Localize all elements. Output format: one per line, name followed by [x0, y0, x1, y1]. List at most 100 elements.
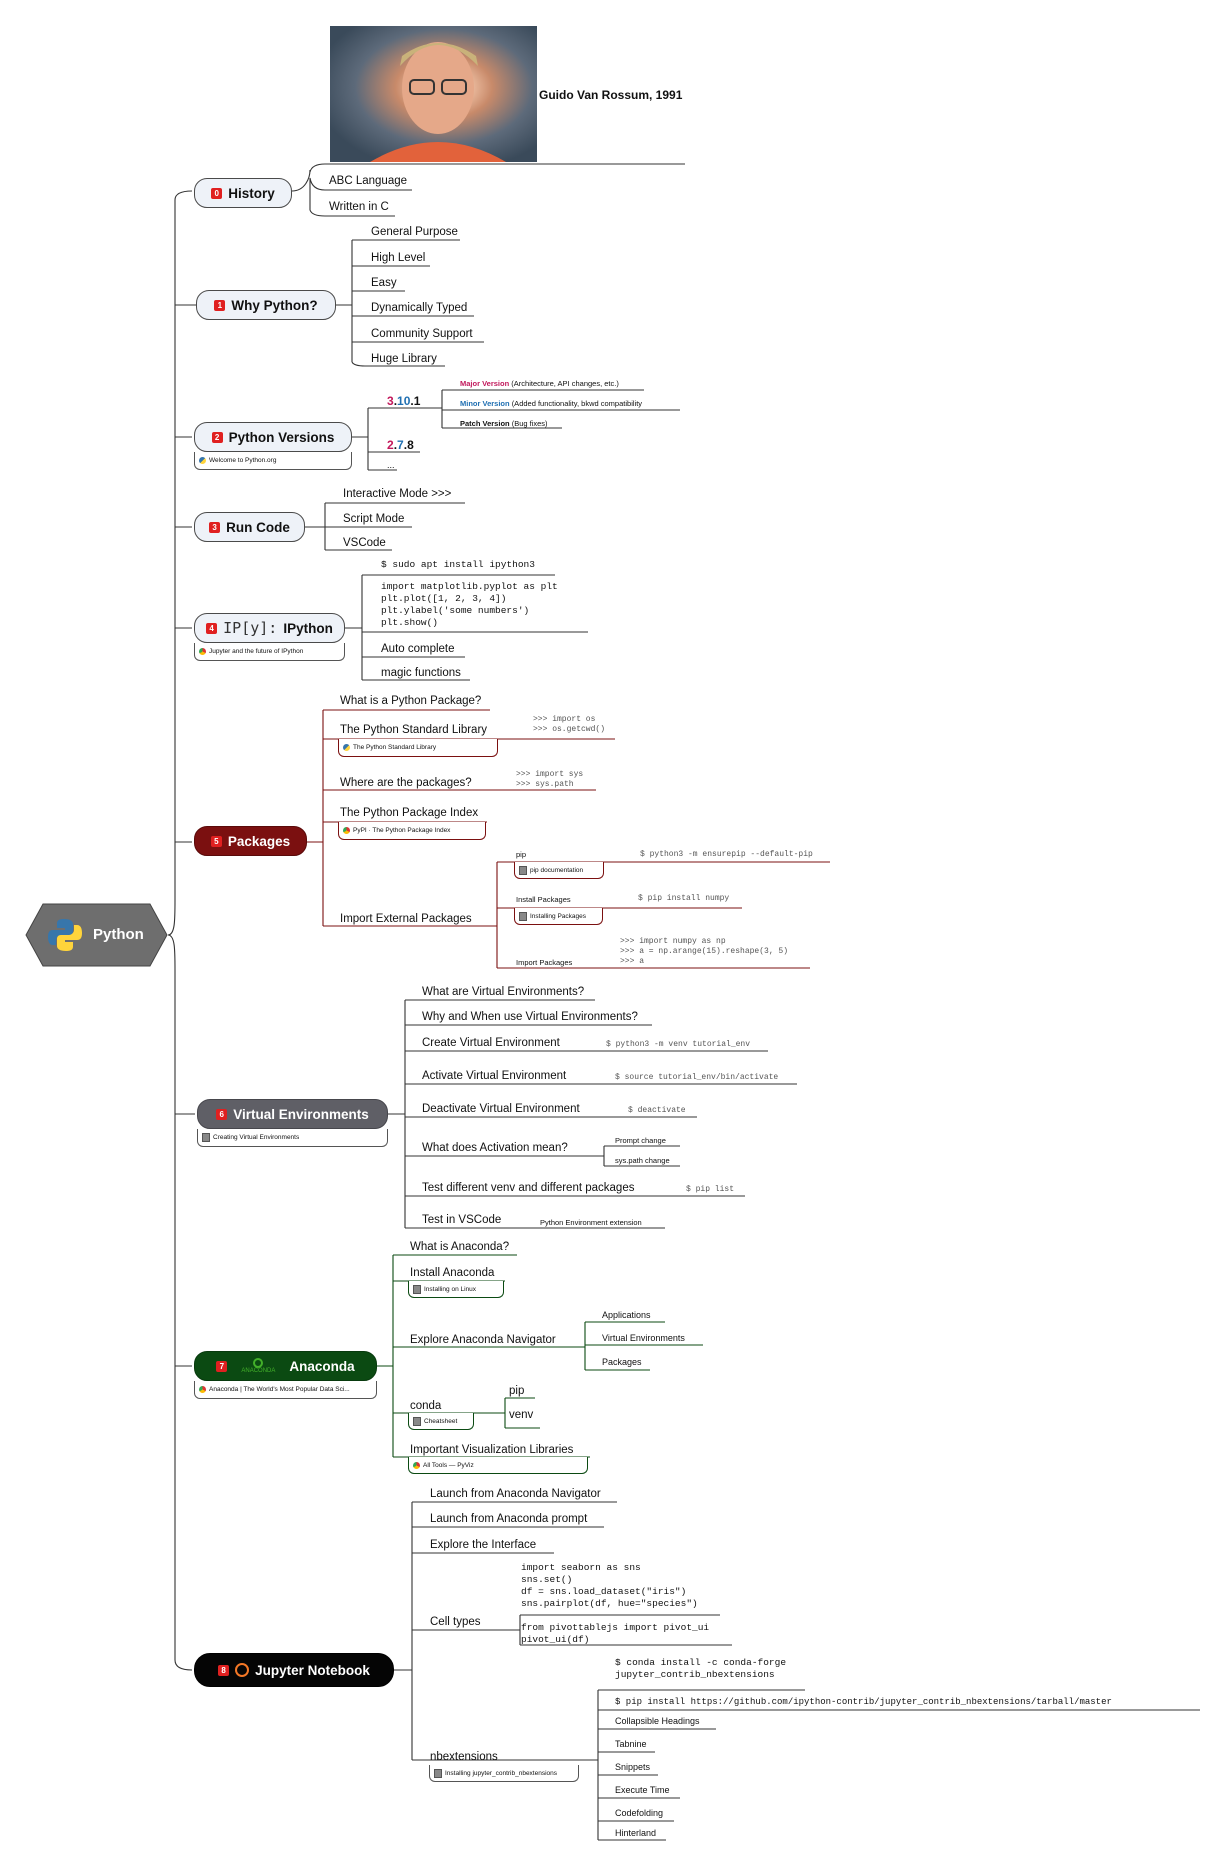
node-packages[interactable]: 5 Packages — [194, 826, 307, 856]
topic-general-purpose[interactable]: General Purpose — [371, 226, 458, 238]
ipython-install-command: $ sudo apt install ipython3 — [381, 559, 535, 570]
conda-pip[interactable]: pip — [509, 1385, 525, 1397]
node-anaconda[interactable]: 7 ANACONDA Anaconda — [194, 1351, 377, 1381]
topic-written-in-c[interactable]: Written in C — [329, 201, 389, 213]
number-badge: 6 — [216, 1108, 228, 1120]
topic-dynamically-typed[interactable]: Dynamically Typed — [371, 302, 468, 314]
topic-test-venv-packages[interactable]: Test different venv and different packag… — [422, 1182, 635, 1194]
root-node[interactable]: Python — [25, 903, 168, 967]
topic-script-mode[interactable]: Script Mode — [343, 513, 405, 525]
nbext-codefolding[interactable]: Codefolding — [615, 1808, 664, 1818]
link-pip-docs[interactable]: pip documentation — [514, 862, 604, 879]
topic-magic-functions[interactable]: magic functions — [381, 667, 461, 679]
link-python-org[interactable]: Welcome to Python.org — [194, 452, 352, 470]
link-label: Jupyter and the future of IPython — [209, 648, 304, 655]
ipython-code-sample: import matplotlib.pyplot as plt plt.plot… — [381, 581, 558, 628]
topic-pypi[interactable]: The Python Package Index — [340, 807, 479, 819]
node-virtual-environments[interactable]: 6 Virtual Environments — [197, 1099, 388, 1129]
topic-vscode[interactable]: VSCode — [343, 537, 386, 549]
topic-import-packages[interactable]: Import Packages — [516, 958, 573, 967]
node-history[interactable]: 0 History — [194, 178, 292, 208]
nbext-hinterland[interactable]: Hinterland — [615, 1828, 657, 1838]
link-pypi[interactable]: PyPI · The Python Package Index — [338, 822, 486, 840]
topic-activation-meaning[interactable]: What does Activation mean? — [422, 1142, 568, 1154]
link-installing-nbextensions[interactable]: Installing jupyter_contrib_nbextensions — [429, 1765, 579, 1782]
topic-auto-complete[interactable]: Auto complete — [381, 643, 455, 655]
document-icon — [413, 1284, 421, 1294]
number-badge: 3 — [209, 521, 221, 533]
topic-interactive-mode[interactable]: Interactive Mode >>> — [343, 488, 452, 500]
topic-launch-navigator[interactable]: Launch from Anaconda Navigator — [430, 1488, 601, 1500]
topic-what-are-venvs[interactable]: What are Virtual Environments? — [422, 986, 585, 998]
topic-test-in-vscode[interactable]: Test in VSCode — [422, 1214, 502, 1226]
topic-easy[interactable]: Easy — [371, 277, 397, 289]
note-python-env-extension: Python Environment extension — [540, 1218, 642, 1227]
document-icon — [519, 865, 527, 875]
link-installing-linux[interactable]: Installing on Linux — [408, 1281, 504, 1298]
link-cheatsheet[interactable]: Cheatsheet — [408, 1413, 474, 1430]
navigator-applications[interactable]: Applications — [602, 1310, 651, 1320]
node-label: Why Python? — [231, 297, 318, 313]
topic-explore-navigator[interactable]: Explore Anaconda Navigator — [410, 1334, 556, 1346]
nbext-tabnine[interactable]: Tabnine — [615, 1739, 647, 1749]
nbext-collapsible-headings[interactable]: Collapsible Headings — [615, 1716, 700, 1726]
topic-abc-language[interactable]: ABC Language — [329, 175, 408, 187]
nbext-snippets[interactable]: Snippets — [615, 1762, 651, 1772]
import-code: >>> import numpy as np >>> a = np.arange… — [620, 937, 789, 966]
stdlib-code: >>> import os >>> os.getcwd() — [533, 715, 606, 734]
navigator-packages[interactable]: Packages — [602, 1357, 642, 1367]
node-ipython[interactable]: 4 IP[y]: IPython — [194, 613, 345, 643]
link-jupyter-future[interactable]: Jupyter and the future of IPython — [194, 643, 345, 661]
topic-launch-prompt[interactable]: Launch from Anaconda prompt — [430, 1513, 588, 1525]
topic-conda[interactable]: conda — [410, 1400, 442, 1412]
topic-create-venv[interactable]: Create Virtual Environment — [422, 1037, 560, 1049]
topic-install-packages[interactable]: Install Packages — [516, 895, 571, 904]
link-pyviz[interactable]: All Tools — PyViz — [408, 1457, 588, 1474]
topic-nbextensions[interactable]: nbextensions — [430, 1751, 498, 1763]
node-jupyter-notebook[interactable]: 8 Jupyter Notebook — [194, 1653, 394, 1687]
link-label: Welcome to Python.org — [209, 457, 277, 464]
root-label: Python — [93, 926, 144, 943]
node-label: History — [228, 185, 275, 201]
version-2-7-8[interactable]: 2.7.8 — [387, 438, 414, 452]
topic-standard-library[interactable]: The Python Standard Library — [340, 724, 488, 736]
link-label: Installing jupyter_contrib_nbextensions — [445, 1769, 558, 1777]
topic-visualization-libraries[interactable]: Important Visualization Libraries — [410, 1444, 574, 1456]
link-installing-packages[interactable]: Installing Packages — [514, 908, 603, 925]
topic-what-is-anaconda[interactable]: What is Anaconda? — [410, 1241, 510, 1253]
link-standard-library[interactable]: The Python Standard Library — [338, 739, 498, 757]
topic-import-external[interactable]: Import External Packages — [340, 913, 472, 925]
node-run-code[interactable]: 3 Run Code — [194, 512, 305, 542]
node-why-python[interactable]: 1 Why Python? — [196, 290, 336, 320]
nbext-execute-time[interactable]: Execute Time — [615, 1785, 670, 1795]
create-venv-code: $ python3 -m venv tutorial_env — [606, 1040, 751, 1049]
number-badge: 8 — [218, 1664, 230, 1676]
deactivate-venv-code: $ deactivate — [628, 1106, 686, 1115]
pip-code: $ python3 -m ensurepip --default-pip — [640, 850, 813, 859]
topic-install-anaconda[interactable]: Install Anaconda — [410, 1267, 495, 1279]
topic-huge-library[interactable]: Huge Library — [371, 353, 437, 365]
conda-venv[interactable]: venv — [509, 1409, 534, 1421]
topic-cell-types[interactable]: Cell types — [430, 1616, 481, 1628]
version-3-10-1[interactable]: 3.10.1 — [387, 394, 421, 408]
node-python-versions[interactable]: 2 Python Versions — [194, 422, 352, 452]
topic-explore-interface[interactable]: Explore the Interface — [430, 1539, 537, 1551]
topic-what-is-package[interactable]: What is a Python Package? — [340, 695, 482, 707]
topic-pip[interactable]: pip — [516, 850, 527, 859]
topic-why-venvs[interactable]: Why and When use Virtual Environments? — [422, 1011, 638, 1023]
topic-community-support[interactable]: Community Support — [371, 328, 473, 340]
number-badge: 4 — [206, 622, 218, 634]
navigator-virtual-environments[interactable]: Virtual Environments — [602, 1333, 685, 1343]
topic-deactivate-venv[interactable]: Deactivate Virtual Environment — [422, 1103, 580, 1115]
nbext-conda-code: $ conda install -c conda-forge jupyter_c… — [615, 1657, 787, 1680]
topic-where-are-packages[interactable]: Where are the packages? — [340, 777, 472, 789]
python-logo-icon — [47, 917, 83, 953]
link-anaconda-site[interactable]: Anaconda | The World's Most Popular Data… — [194, 1381, 377, 1399]
topic-high-level[interactable]: High Level — [371, 252, 426, 264]
anaconda-ring-icon — [253, 1358, 264, 1368]
topic-activate-venv[interactable]: Activate Virtual Environment — [422, 1070, 567, 1082]
link-creating-venvs[interactable]: Creating Virtual Environments — [197, 1129, 388, 1147]
number-badge: 7 — [216, 1360, 228, 1372]
pip-list-code: $ pip list — [686, 1185, 735, 1194]
